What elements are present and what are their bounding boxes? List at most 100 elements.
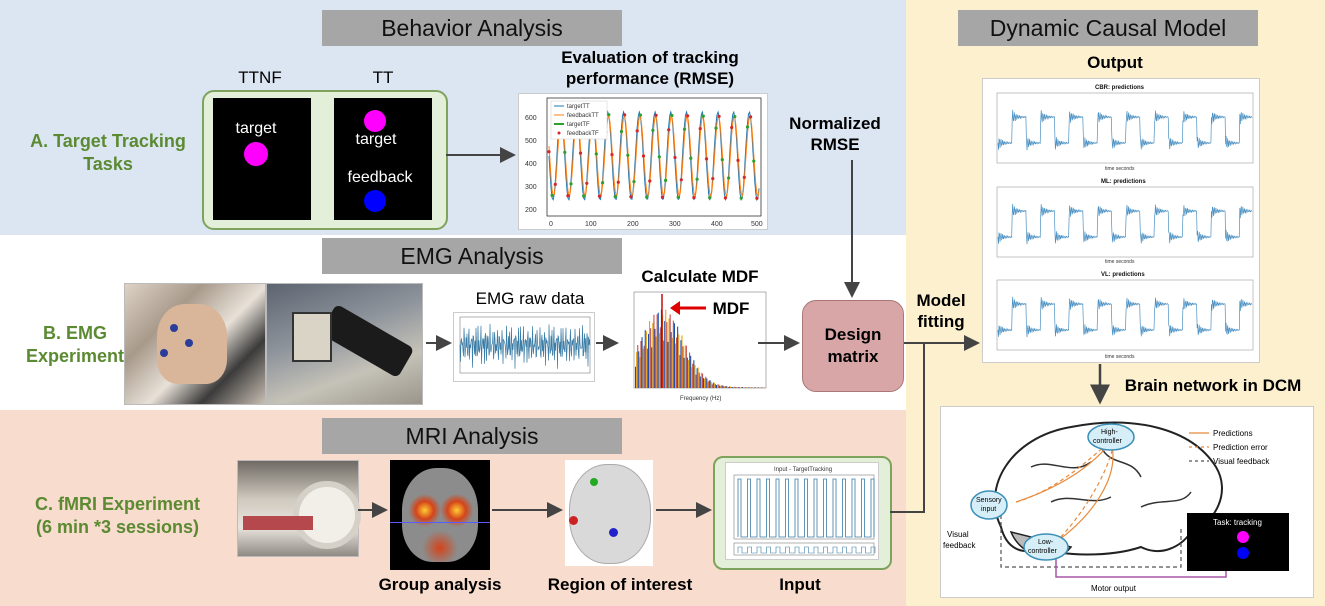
- mdf-spectrum-bar: [693, 360, 695, 388]
- group-analysis-brain: [390, 460, 490, 570]
- dcm-output-svg: CBR: predictions ML: predictions VL: pre…: [996, 85, 1254, 360]
- mdf-spectrum-bar: [665, 309, 667, 388]
- rmse-xtick-400: 400: [711, 221, 723, 228]
- prediction-error-path: [1015, 444, 1114, 543]
- rmse-marker: [569, 182, 573, 186]
- mdf-spectrum-bar: [746, 387, 748, 388]
- ttnf-screen: target: [213, 98, 311, 220]
- rmse-feedback-line: [548, 114, 760, 198]
- mdf-spectrum-bar: [732, 387, 734, 388]
- input-plot-small-trace: [737, 546, 876, 554]
- low-controller-node: [1023, 533, 1069, 561]
- tt-feedback-label: feedback: [347, 169, 413, 186]
- mdf-spectrum-bar: [757, 387, 759, 388]
- task-tracking-label: Task: tracking: [1213, 518, 1262, 527]
- mdf-spectrum-bar: [749, 387, 751, 388]
- mdf-spectrum-bar: [744, 387, 746, 388]
- normalized-rmse-label: Normalized RMSE: [775, 113, 895, 155]
- input-plot-main-trace: [737, 478, 875, 538]
- mdf-spectrum-bar: [699, 376, 701, 388]
- mdf-spectrum-bar: [724, 386, 726, 388]
- mdf-spectrum-bar: [735, 387, 737, 388]
- rmse-marker: [708, 196, 712, 200]
- group-brain-crosshair-h: [390, 522, 490, 523]
- emg-electrode-3: [160, 349, 168, 357]
- rmse-marker: [704, 157, 709, 161]
- visual-feedback-line2: feedback: [943, 541, 976, 550]
- roi-label: Region of interest: [547, 575, 693, 594]
- rmse-marker: [657, 155, 661, 159]
- mdf-spectrum-bar: [666, 322, 668, 388]
- mdf-spectrum-bar: [684, 345, 686, 388]
- rmse-tracking-plot: 600 500 400 300 200 0 100 200 300 400 50…: [518, 93, 768, 230]
- sensory-input-node: [970, 490, 1008, 520]
- dcm-plot-xlabel-0: time seconds: [1105, 166, 1135, 172]
- mdf-spectrum-bar: [648, 333, 650, 388]
- rmse-legend-2: targetTF: [567, 122, 590, 128]
- mdf-spectrum-bar: [717, 384, 719, 388]
- mdf-spectrum-bar: [636, 351, 638, 388]
- emg-analysis-title: EMG Analysis: [322, 238, 622, 274]
- mdf-spectrum-bar: [649, 321, 651, 388]
- rmse-marker: [679, 178, 683, 182]
- rmse-marker: [698, 127, 702, 131]
- rmse-marker: [749, 115, 753, 119]
- dcm-legend-prediction-error: Prediction error: [1213, 443, 1268, 452]
- rmse-marker: [755, 196, 759, 200]
- rmse-marker: [711, 177, 715, 181]
- mdf-spectrum-bar: [750, 387, 752, 388]
- dcm-plot-title-1: ML: predictions: [1101, 179, 1146, 185]
- rmse-marker: [629, 195, 633, 199]
- mri-scanner-bore: [293, 481, 361, 549]
- mdf-spectrum-bar: [680, 340, 682, 388]
- mdf-spectrum-bar: [729, 386, 731, 388]
- rmse-marker: [667, 128, 671, 132]
- mdf-freq-xlabel: Frequency (Hz): [680, 396, 721, 402]
- task-tracking-screen: [1187, 513, 1289, 571]
- rmse-marker: [692, 196, 696, 200]
- roi-node-green: [590, 478, 598, 486]
- rmse-xtick-500: 500: [751, 221, 763, 228]
- rmse-marker: [664, 178, 668, 182]
- mdf-spectrum-bar: [675, 343, 677, 388]
- low-controller-line1: Low-: [1038, 539, 1054, 546]
- rmse-ytick-600: 600: [525, 115, 537, 122]
- row-label-fmri: C. fMRI Experiment (6 min *3 sessions): [5, 493, 230, 539]
- rmse-marker: [736, 158, 740, 162]
- rmse-marker: [619, 129, 624, 134]
- sensory-input-line2: input: [981, 506, 996, 513]
- dcm-plot-title-0: CBR: predictions: [1095, 85, 1145, 91]
- mdf-spectrum-bar: [644, 330, 646, 388]
- brain-sulcus-1: [1030, 446, 1192, 508]
- tt-target-label: target: [355, 131, 397, 148]
- mdf-spectrum-bar: [653, 314, 655, 388]
- arrow-input-to-fitting: [890, 343, 925, 513]
- rmse-marker: [582, 194, 586, 198]
- roi-node-blue: [609, 528, 618, 537]
- emg-device-plate: [292, 312, 332, 362]
- row-label-target-tracking-line1: A. Target Tracking: [30, 131, 186, 151]
- mdf-spectrum-bar: [658, 333, 660, 388]
- rmse-marker: [742, 175, 746, 179]
- rmse-ytick-200: 200: [525, 207, 537, 214]
- mdf-spectrum-bar: [741, 387, 743, 388]
- calculate-mdf-label: Calculate MDF: [641, 267, 759, 286]
- mdf-spectrum-bar: [702, 373, 704, 388]
- row-label-target-tracking-line2: Tasks: [83, 154, 133, 174]
- mdf-spectrum-bar: [691, 367, 693, 388]
- mdf-spectrum-bar: [682, 346, 684, 388]
- mdf-spectrum-bar: [654, 328, 656, 388]
- rmse-marker: [717, 114, 721, 118]
- mdf-spectrum-bar: [698, 372, 700, 388]
- mdf-spectrum-bar: [762, 387, 764, 388]
- mdf-spectrum-bar: [725, 386, 727, 388]
- mdf-spectrum-bar: [696, 368, 698, 388]
- mdf-spectrum-bar: [692, 363, 694, 388]
- rmse-marker: [641, 154, 646, 158]
- emg-subject-photo: [124, 283, 266, 405]
- rmse-xtick-200: 200: [627, 221, 639, 228]
- mdf-spectrum-bar: [722, 385, 724, 388]
- high-controller-line2: controller: [1093, 438, 1122, 445]
- rmse-marker: [701, 114, 705, 118]
- rmse-marker: [670, 113, 674, 118]
